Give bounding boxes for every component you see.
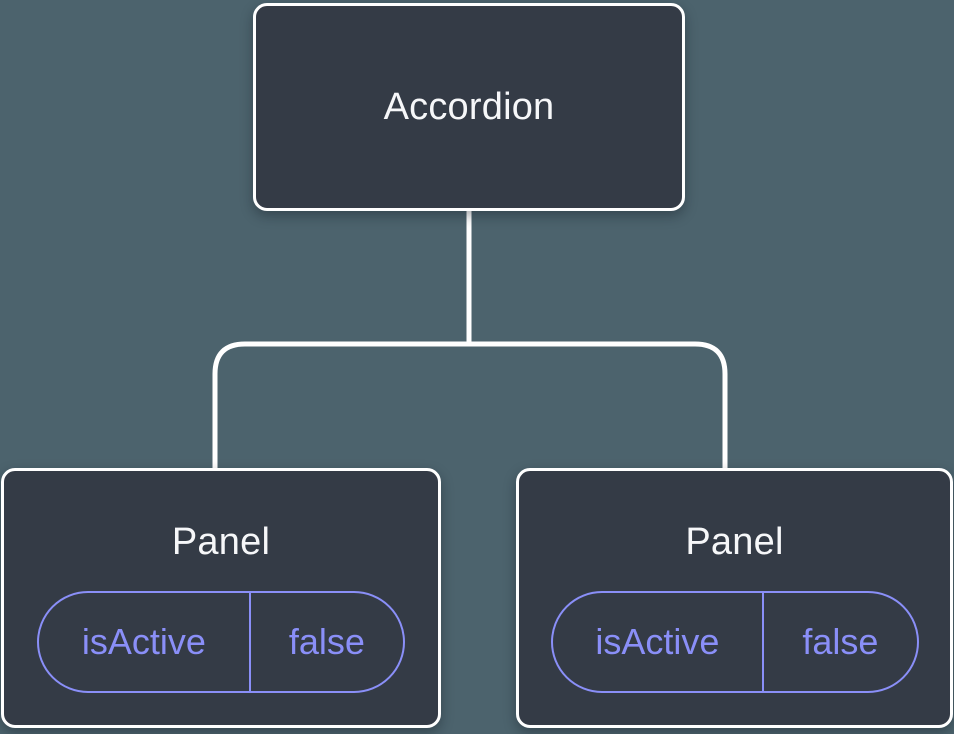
panel-2-label: Panel [685,521,784,563]
node-accordion: Accordion [253,3,685,211]
node-panel-1: Panel isActive false [1,468,441,728]
panel-1-label: Panel [171,521,271,563]
accordion-node-label: Accordion [383,86,555,128]
panel-1-state-name: isActive [39,593,251,691]
node-panel-2: Panel isActive false [516,468,953,728]
panel-2-state-value: false [802,621,879,662]
connector-branch-bracket [212,341,728,472]
panel-1-state-value: false [288,621,365,662]
panel-1-state-pill: isActive false [37,591,405,693]
panel-2-state-name: isActive [553,593,765,691]
panel-2-state-pill: isActive false [550,591,919,693]
